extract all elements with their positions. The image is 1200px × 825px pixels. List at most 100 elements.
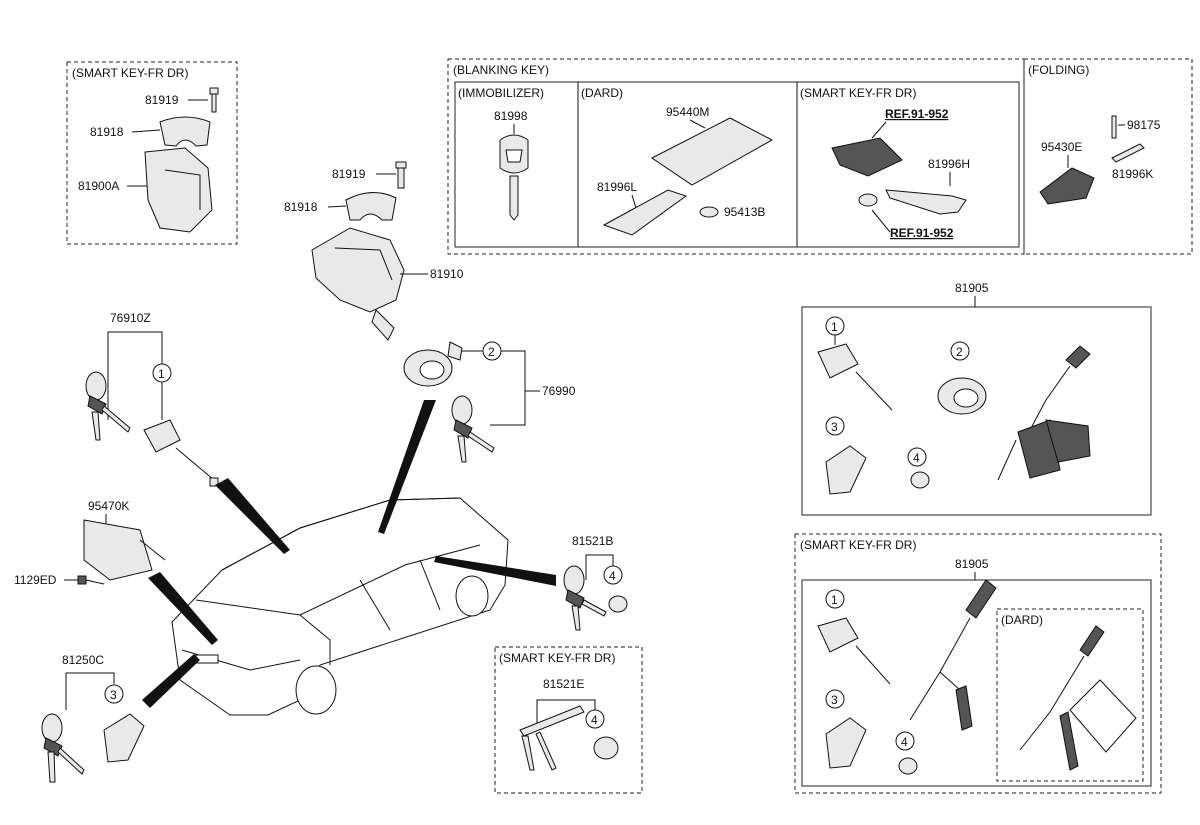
ref-bottom-label: REF.91-952: [890, 226, 954, 240]
ignition-switch-icon: [403, 341, 463, 387]
lock-set-81905-b-group: (SMART KEY-FR DR) 81905 1 3 4 (DARD): [794, 533, 1162, 794]
callout-1-a-text: 1: [831, 320, 838, 334]
key-76910z-icon: [85, 371, 131, 441]
part-95440m-label: 95440M: [666, 105, 709, 119]
smart-key-fr-dr-top-box: [66, 61, 238, 245]
folding-blade-icon: [1111, 143, 1145, 163]
part-81919-label: 81919: [145, 93, 179, 107]
smart-key-fr-dr-mid-title: (SMART KEY-FR DR): [499, 651, 615, 665]
part-81996l-label: 81996L: [597, 180, 637, 194]
smart-key-fr-dr-blank-title: (SMART KEY-FR DR): [800, 86, 916, 100]
ignition-bracket-icon: [345, 192, 397, 221]
ignition-assembly-group: 81919 81918 81910 2 76990: [284, 161, 576, 463]
folding-key-fob-icon: [1039, 167, 1095, 205]
part-81919-b-label: 81919: [332, 167, 366, 181]
cap-4-b-icon: [898, 757, 918, 775]
smart-key-fr-dr-right-box: [794, 533, 1162, 794]
callout-2-center-text: 2: [488, 345, 495, 359]
callout-1-left-text: 1: [158, 367, 165, 381]
callout-4-a-text: 4: [913, 451, 920, 465]
immobilizer-title: (IMMOBILIZER): [458, 86, 544, 100]
smart-key-set-b-icon: [909, 579, 997, 731]
lock-body-icon: [144, 147, 213, 233]
pointer-arrows: [142, 400, 556, 708]
cap-4-a-icon: [910, 471, 930, 489]
key-76990-icon: [451, 395, 495, 463]
blank-key-icon: [499, 134, 529, 221]
bolt-icon: [77, 575, 105, 585]
battery-icon: [699, 206, 719, 218]
door-lock-76910z-group: 76910Z 1: [85, 311, 219, 487]
smart-key-fr-dr-right-title: (SMART KEY-FR DR): [800, 538, 916, 552]
part-81918-b-label: 81918: [284, 200, 318, 214]
callout-2-a: [950, 341, 970, 361]
ref-top-label: REF.91-952: [885, 107, 949, 121]
part-81521b-label: 81521B: [572, 534, 613, 548]
part-95470k-label: 95470K: [88, 499, 129, 513]
callout-3-a: [825, 416, 845, 436]
smart-key-set-a-icon: [997, 345, 1091, 481]
smart-key-fr-dr-mid-group: (SMART KEY-FR DR) 81521E 4: [494, 646, 643, 794]
dard-key-set-icon: [1019, 625, 1137, 771]
lock-set-81905-a-group: 81905 1 2 3 4: [801, 281, 1152, 516]
part-81996h-label: 81996H: [928, 157, 970, 171]
part-76910z-label: 76910Z: [110, 311, 151, 325]
callout-4-mid: [585, 709, 605, 729]
cylinder-3-b-icon: [825, 717, 867, 769]
part-81250c-group: 81250C 3: [41, 653, 145, 783]
blanking-key-title: (BLANKING KEY): [453, 63, 549, 77]
folding-title: (FOLDING): [1028, 63, 1089, 77]
dard-title: (DARD): [581, 86, 623, 100]
dard-right-title: (DARD): [1001, 613, 1043, 627]
callout-2-a-text: 2: [956, 345, 963, 359]
callout-4-b-text: 4: [609, 569, 616, 583]
vehicle-body-icon: [171, 497, 509, 716]
module-icon: [83, 519, 153, 581]
dard-blade-icon: [602, 189, 688, 236]
vehicle-group: [171, 497, 509, 716]
dard-card-icon: [651, 117, 774, 186]
smart-key-fob-icon: [831, 137, 903, 177]
folding-box: [1023, 58, 1193, 255]
blanking-key-group: (BLANKING KEY) (IMMOBILIZER) 81998 (DARD…: [447, 58, 1025, 255]
ignition-screw-icon: [395, 161, 407, 189]
cap-81521e-icon: [593, 736, 619, 760]
smart-key-fr-dr-top-group: (SMART KEY-FR DR) 81919 81918 81900A: [66, 61, 238, 245]
callout-4-mid-text: 4: [591, 713, 598, 727]
callout-3-a-text: 3: [831, 420, 838, 434]
smart-key-fr-dr-top-title: (SMART KEY-FR DR): [72, 66, 188, 80]
cylinder-1-a-icon: [817, 343, 859, 379]
pin-icon: [1111, 115, 1117, 139]
bracket-icon: [159, 116, 211, 147]
callout-1-b: [825, 589, 845, 609]
part-81905-a-label: 81905: [955, 281, 989, 295]
part-81996k-label: 81996K: [1112, 167, 1153, 181]
callout-3-left-text: 3: [110, 688, 117, 702]
cylinder-3-a-icon: [825, 445, 867, 495]
lock-set-81905-a-box: [801, 306, 1152, 516]
part-1129ed-label: 1129ED: [14, 573, 57, 587]
folding-group: (FOLDING) 95430E 98175 81996K: [1023, 58, 1193, 255]
part-81521b-group: 81521B 4: [563, 534, 628, 631]
part-81918-label: 81918: [90, 125, 124, 139]
callout-1-b-text: 1: [831, 593, 838, 607]
screw-icon: [209, 87, 219, 113]
part-98175-label: 98175: [1127, 118, 1161, 132]
cylinder-1-b-icon: [817, 617, 859, 653]
key-81521e-icon: [519, 705, 585, 771]
steering-lock-icon: [311, 227, 405, 313]
callout-4-b2: [895, 731, 915, 751]
callout-3-b: [825, 689, 845, 709]
part-95430e-label: 95430E: [1041, 140, 1082, 154]
key-81521b-icon: [563, 565, 607, 631]
emergency-key-icon: [885, 189, 967, 215]
part-81910-label: 81910: [430, 267, 464, 281]
part-81900a-label: 81900A: [78, 179, 119, 193]
part-81905-b-label: 81905: [955, 557, 989, 571]
callout-3-b-text: 3: [831, 693, 838, 707]
blanking-key-box: [447, 58, 1025, 255]
ignition-2-a-icon: [937, 377, 987, 415]
part-81521e-label: 81521E: [543, 677, 584, 691]
part-95413b-label: 95413B: [724, 205, 765, 219]
